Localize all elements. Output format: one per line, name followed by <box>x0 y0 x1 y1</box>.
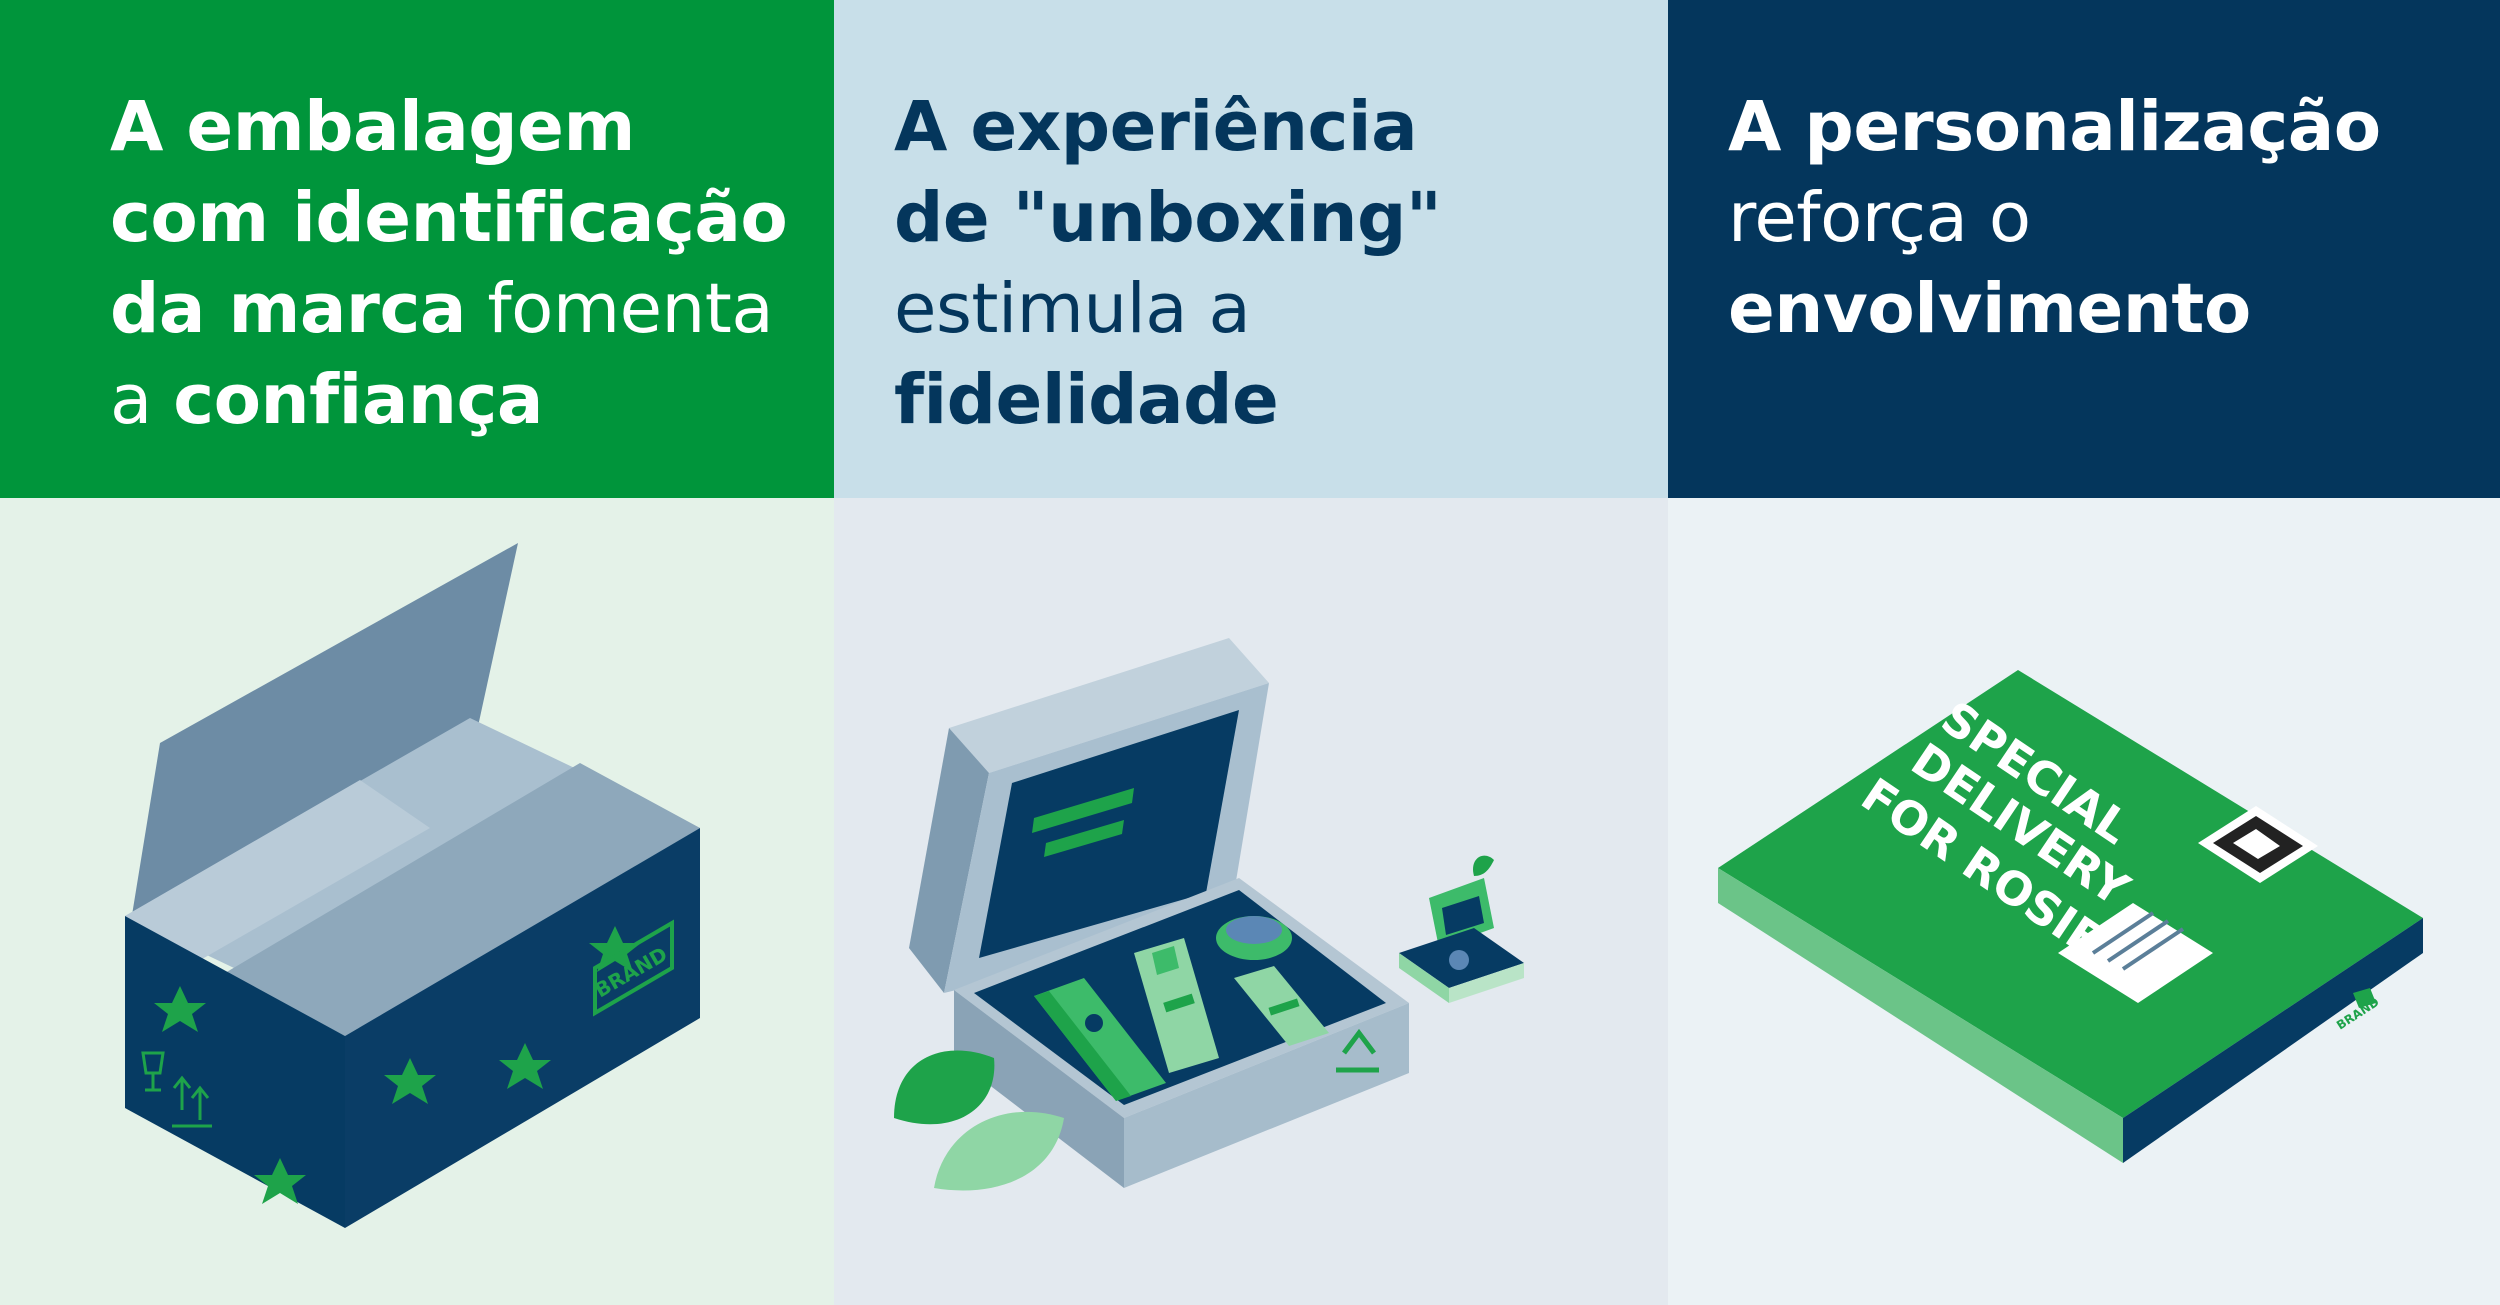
box-lid-side <box>909 728 989 993</box>
panel-title: A personalização reforça o envolvimento <box>1728 82 2470 355</box>
box-base-left <box>954 990 1124 1188</box>
this-side-up-icon <box>172 1075 212 1128</box>
star-icon <box>154 926 641 1204</box>
fragile-icon <box>141 1051 165 1092</box>
mailer-side-left <box>1718 868 2123 1163</box>
qr-code-icon <box>2198 806 2318 883</box>
panel-unboxing: A experiência de "unboxing" estimula a f… <box>834 0 1668 1305</box>
box-back-flap <box>125 543 518 958</box>
panel-title: A experiência de "unboxing" estimula a f… <box>894 82 1638 446</box>
recycle-icon <box>1336 1028 1379 1073</box>
panel-personalization: A personalização reforça o envolvimento … <box>1668 0 2500 1305</box>
box-left-flap <box>125 780 430 966</box>
title-line-bold: A personalização <box>1728 87 2381 167</box>
product-tube <box>1034 978 1166 1101</box>
title-line-light: reforça o <box>1728 178 2031 258</box>
title-line-bold: de "unboxing" <box>894 178 1442 258</box>
panel-header: A experiência de "unboxing" estimula a f… <box>834 0 1668 498</box>
lid-stripe <box>1044 820 1124 857</box>
title-line: A embalagem <box>110 87 635 167</box>
title-line-light: fomenta <box>465 269 774 349</box>
title-line-light: a <box>110 360 174 440</box>
lid-stripe <box>1032 788 1134 833</box>
box-right-flap <box>225 763 700 1036</box>
mailer-side-right <box>2123 918 2423 1163</box>
product-jar <box>1216 916 1292 960</box>
panel-illustration: SPECIAL DELIVERY FOR ROSIE! <box>1668 498 2500 1305</box>
box-front-right <box>345 828 700 1228</box>
leaves-decoration <box>894 1050 1064 1191</box>
panel-header: A embalagem com identificação da marca f… <box>0 0 834 498</box>
mailer-box-illustration: SPECIAL DELIVERY FOR ROSIE! <box>1718 670 2423 1163</box>
panel-illustration: BRAND <box>0 498 834 1305</box>
title-line: com identificação <box>110 178 788 258</box>
mailer-top <box>1718 670 2423 1118</box>
shipping-label <box>2058 903 2213 1003</box>
title-line-bold: confiança <box>173 360 543 440</box>
mini-gift-box <box>1399 855 1524 1003</box>
panel-title: A embalagem com identificação da marca f… <box>110 82 804 446</box>
title-line-bold: da marca <box>110 269 466 349</box>
title-line-bold: envolvimento <box>1728 269 2251 349</box>
title-line-bold: fidelidade <box>894 360 1279 440</box>
title-line-light: estimula a <box>894 269 1251 349</box>
product-bottle <box>1134 938 1219 1073</box>
title-line-bold: A experiência <box>894 87 1418 167</box>
panel-brand-packaging: A embalagem com identificação da marca f… <box>0 0 834 1305</box>
box-lid-top <box>949 638 1269 773</box>
open-shipping-box-illustration: BRAND <box>125 543 700 1228</box>
product-tube-small <box>1234 966 1329 1046</box>
panel-header: A personalização reforça o envolvimento <box>1668 0 2500 498</box>
box-base-right <box>1124 1003 1409 1188</box>
panel-illustration <box>834 498 1668 1305</box>
gift-box-illustration <box>894 638 1524 1191</box>
